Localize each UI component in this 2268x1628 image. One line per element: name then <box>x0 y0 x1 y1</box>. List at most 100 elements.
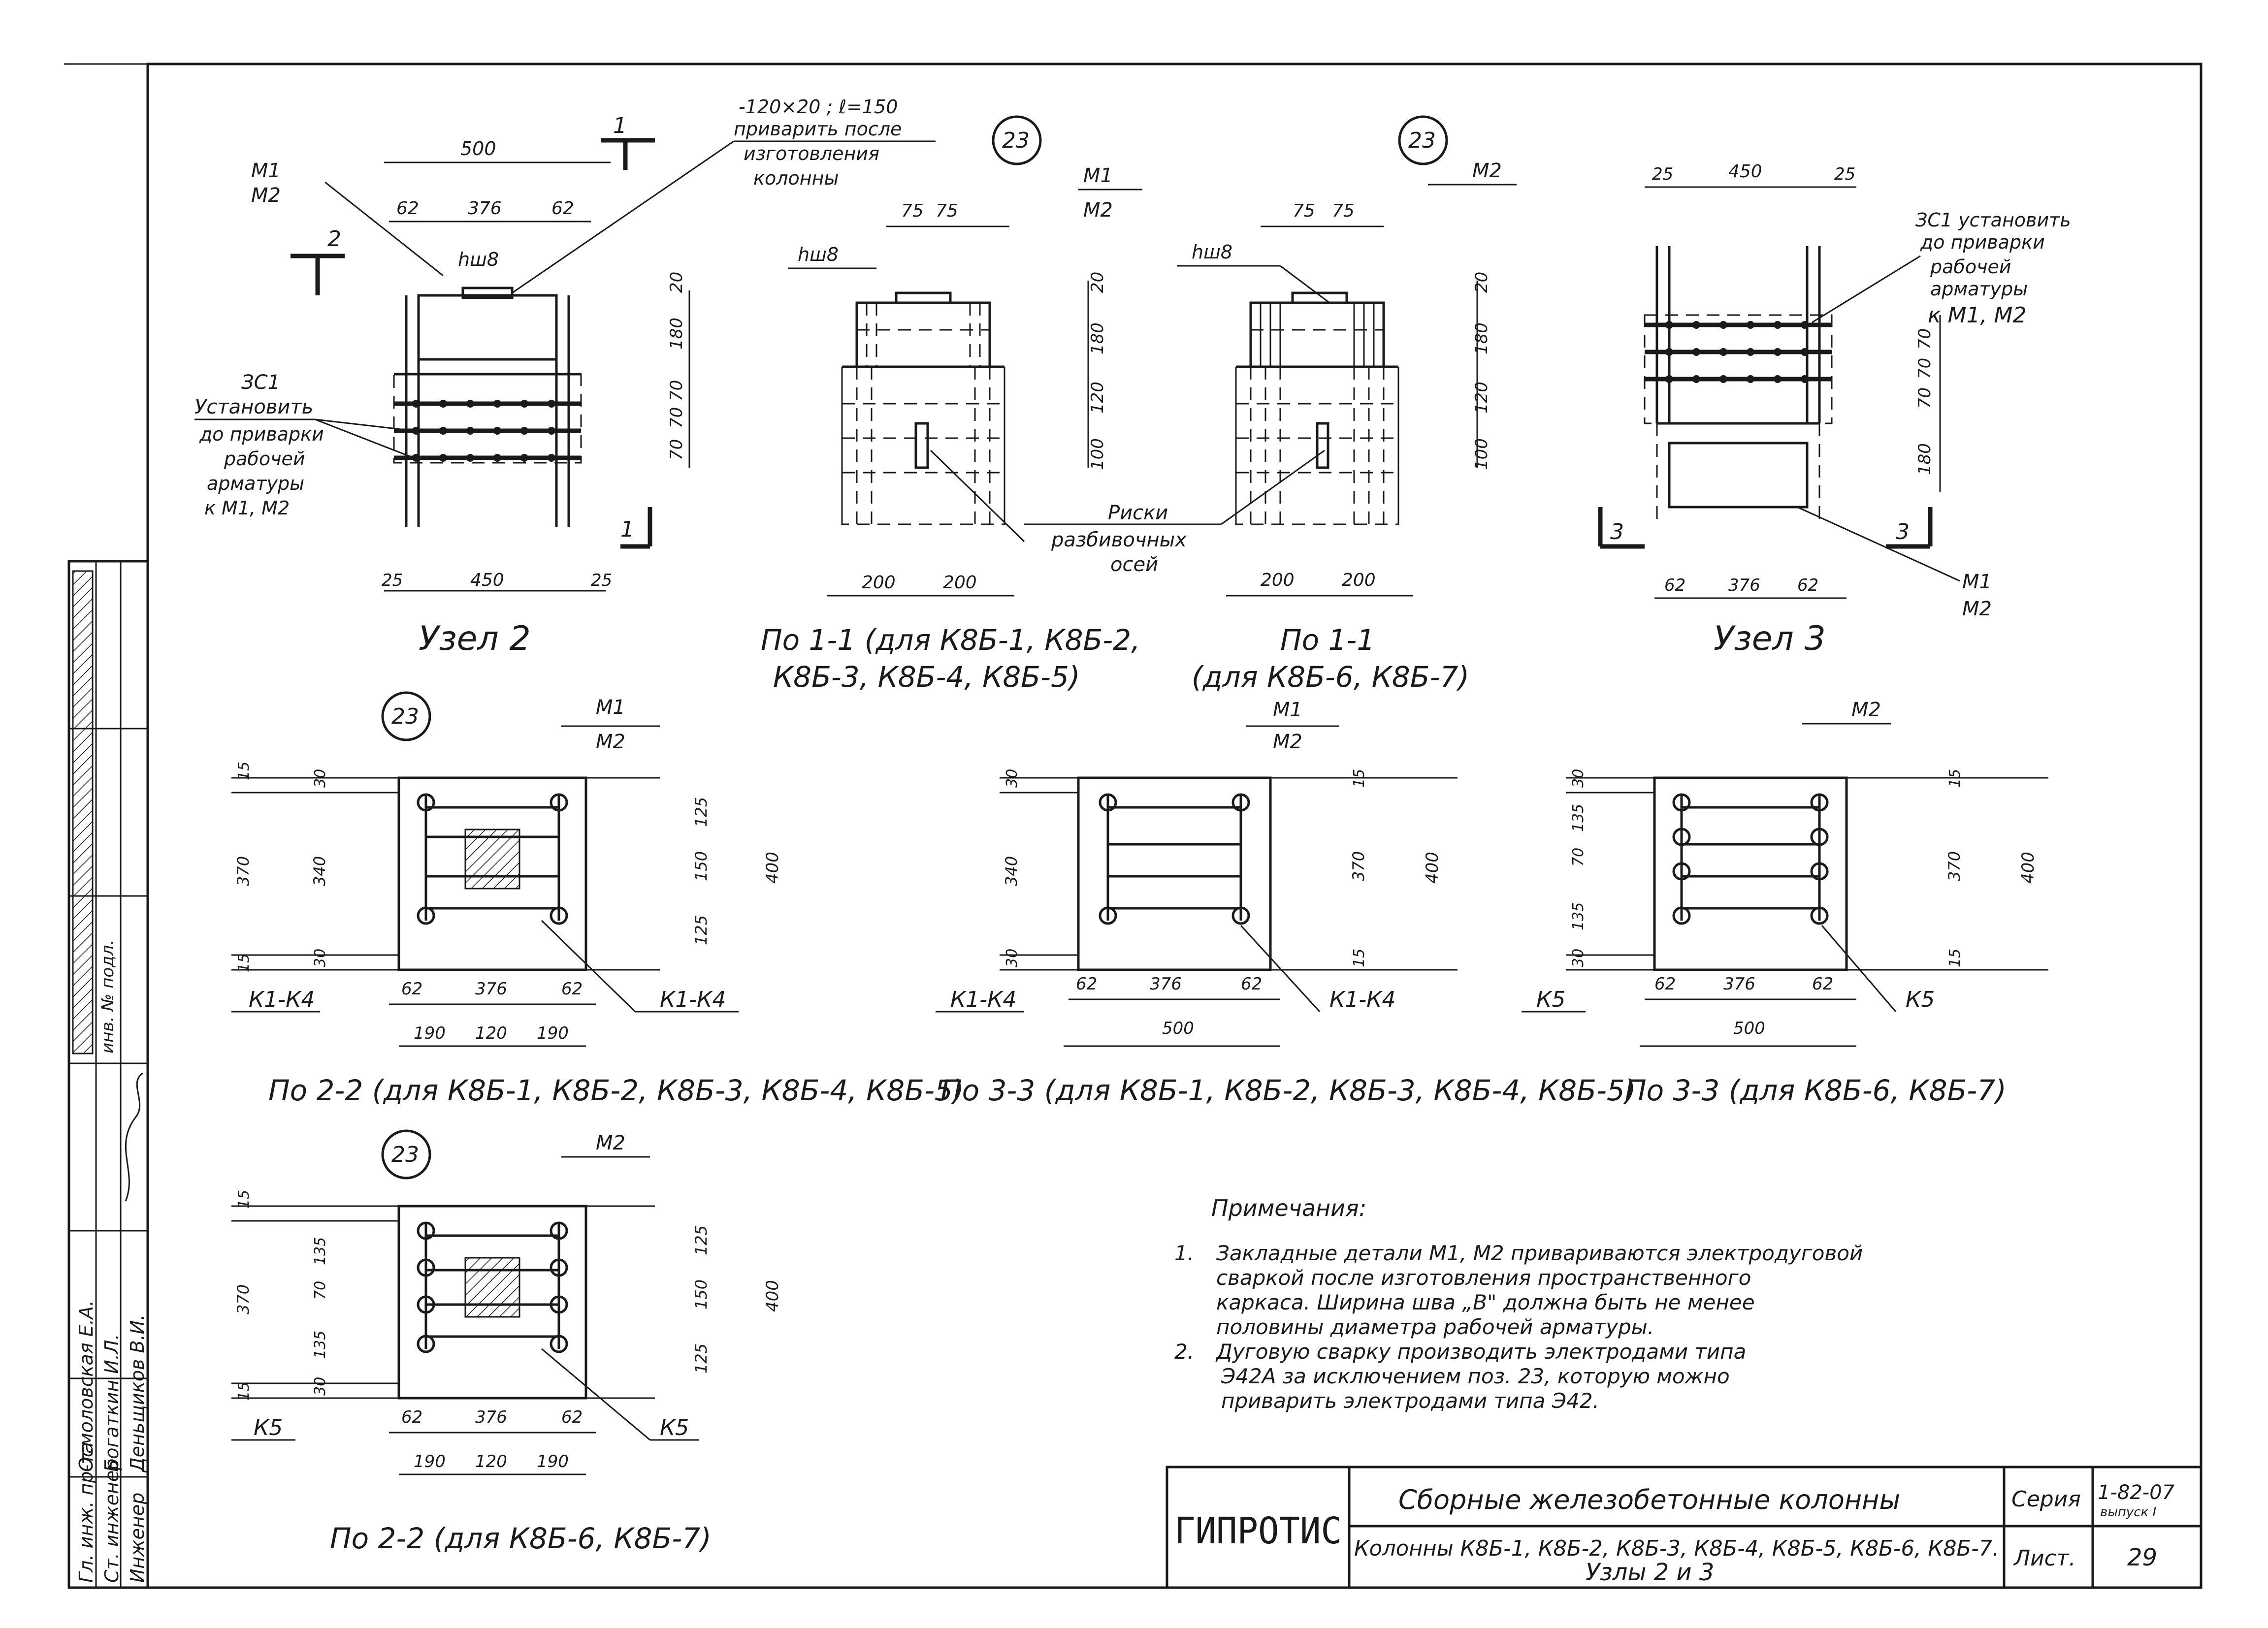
mark-m2: М2 <box>596 731 625 753</box>
dim-376: 376 <box>468 198 502 219</box>
mark-m1: М1 <box>1273 699 1302 721</box>
left-sidebar-stamp: инв. № подл. Гл. инж. пр-та Ст. инженер … <box>67 560 149 1589</box>
dim-62-left: 62 <box>1664 575 1685 595</box>
weld-size: hш8 <box>458 249 499 270</box>
pos-23-circle <box>381 691 431 741</box>
dim-75-right: 75 <box>1332 201 1355 221</box>
signature-row-2: Ст. инженер <box>101 1459 123 1583</box>
note-1-line-4: половины диаметра рабочей арматуры. <box>1216 1315 1654 1339</box>
dim-62-right: 62 <box>561 1407 583 1427</box>
title-line-2: Колонны К8Б-1, К8Б-2, К8Б-3, К8Б-4, К8Б-… <box>1354 1536 1999 1561</box>
dim-side-120: 120 <box>1088 382 1107 414</box>
dim-15-top: 15 <box>235 762 253 780</box>
mark-m2: М2 <box>1273 731 1302 753</box>
dim-400: 400 <box>1423 852 1442 884</box>
note-line-2: до приварки <box>199 423 324 445</box>
notes-heading: Примечания: <box>1211 1195 1366 1221</box>
signature-name-2: Богаткин И.Л. <box>101 1334 123 1472</box>
dim-side-180: 180 <box>1472 322 1491 354</box>
dim-side-70a: 70 <box>1915 328 1935 350</box>
label-k5-right: К5 <box>660 1415 689 1440</box>
note-2-line-3: приварить электродами типа Э42. <box>1221 1389 1599 1413</box>
org-logo: ГИПРОТИС <box>1174 1510 1342 1552</box>
mark-m2: М2 <box>251 184 281 207</box>
dim-62-right: 62 <box>1241 974 1262 994</box>
title-block: ГИПРОТИС Сборные железобетонные колонны … <box>1166 1466 2203 1589</box>
label-k1-k4-right: К1-К4 <box>1329 987 1395 1012</box>
cut-1-top: 1 <box>613 113 627 138</box>
pos-23-circle <box>381 1129 431 1180</box>
dim-200-left: 200 <box>862 573 896 593</box>
dim-side-20: 20 <box>1088 272 1107 293</box>
note-line-5: к М1, М2 <box>1928 303 2026 328</box>
dim-30-top: 30 <box>312 769 329 788</box>
dim-200-right: 200 <box>943 573 977 593</box>
dim-70: 70 <box>312 1281 329 1300</box>
dim-150: 150 <box>692 851 711 881</box>
dim-side-20: 20 <box>667 272 686 293</box>
dim-15-top: 15 <box>1946 769 1964 788</box>
dim-side-70c: 70 <box>1915 387 1935 409</box>
mark-m1: М1 <box>1962 571 1992 593</box>
dim-bottom-450: 450 <box>470 570 504 590</box>
dim-25-right: 25 <box>1834 164 1855 184</box>
section-1-1-b-title-2: (для К8Б-6, К8Б-7) <box>1192 660 1469 694</box>
dim-70: 70 <box>1570 848 1587 866</box>
section-3-3-b: М2 30 135 70 135 30 15 370 15 400 62 376… <box>1522 699 2048 1107</box>
series-label: Серия <box>2011 1487 2081 1512</box>
signature-row-1: Гл. инж. пр-та <box>75 1442 97 1583</box>
note-2-line-1: Дуговую сварку производить электродами т… <box>1215 1340 1746 1364</box>
cut-3-left: 3 <box>1610 519 1624 544</box>
dim-370: 370 <box>1349 851 1368 881</box>
dim-15-bottom: 15 <box>235 954 253 972</box>
title-line-1: Сборные железобетонные колонны <box>1398 1484 1900 1515</box>
dim-370: 370 <box>234 1284 253 1314</box>
dim-30-bottom: 30 <box>1570 949 1587 967</box>
uzel-2-detail: М1 М2 500 62 376 62 hш8 1 2 1 <box>194 96 936 658</box>
dim-side-70b: 70 <box>667 407 686 428</box>
archive-label: инв. № подл. <box>98 940 118 1053</box>
mark-m1: М1 <box>251 160 281 182</box>
dim-62-right: 62 <box>561 979 583 999</box>
section-2-2-b: 23 М2 15 370 70 135 135 30 15 125 150 12… <box>231 1129 782 1555</box>
dim-120: 120 <box>475 1452 507 1471</box>
note-2-line-2: Э42А за исключением поз. 23, которую мож… <box>1221 1364 1730 1388</box>
callout-zs1: ЗС1 <box>241 371 280 394</box>
dim-200-left: 200 <box>1261 570 1295 590</box>
label-k5-left: К5 <box>1536 987 1565 1012</box>
dim-62-left: 62 <box>396 198 419 219</box>
dim-62-left: 62 <box>401 979 422 999</box>
dim-135-bottom: 135 <box>1570 902 1587 930</box>
signature-name-3: Деньщиков В.И. <box>127 1314 148 1473</box>
note-line-3: рабочей <box>1930 256 2011 278</box>
risk-line-3: осей <box>1110 553 1158 576</box>
dim-62-left: 62 <box>1654 974 1676 994</box>
label-k1-k4-left: К1-К4 <box>249 987 315 1012</box>
section-2-2-a: 23 М1 М2 15 30 370 340 30 15 125 150 125… <box>231 691 964 1107</box>
dim-side-180: 180 <box>1088 322 1107 354</box>
dim-376: 376 <box>475 1407 507 1427</box>
dim-125-top: 125 <box>692 797 711 827</box>
section-1-1-a: 23 М1 М2 75 75 hш8 20 180 120 100 <box>761 115 1142 694</box>
dim-side-70b: 70 <box>1915 358 1935 379</box>
dim-side-180: 180 <box>667 318 686 350</box>
note-line-4: арматуры <box>1930 278 2028 300</box>
mark-m1: М1 <box>596 696 625 719</box>
note-1-line-1: Закладные детали М1, М2 привариваются эл… <box>1216 1241 1863 1265</box>
archive-hatch <box>72 570 94 1054</box>
dim-500: 500 <box>460 138 496 160</box>
dim-125-top: 125 <box>692 1225 711 1255</box>
plate-note-1: -120×20 ; ℓ=150 <box>739 96 898 118</box>
section-3-3-a: М1 М2 30 340 30 15 370 15 400 62 376 62 … <box>936 699 1636 1107</box>
label-k5-right: К5 <box>1906 987 1935 1012</box>
section-2-2-b-title: По 2-2 (для К8Б-6, К8Б-7) <box>330 1522 712 1555</box>
dim-500: 500 <box>1733 1019 1765 1038</box>
dim-125-bottom: 125 <box>692 915 711 945</box>
dim-135-top: 135 <box>312 1237 329 1265</box>
series-sub: выпуск I <box>2100 1505 2156 1520</box>
dim-side-100: 100 <box>1088 438 1107 470</box>
dim-62-left: 62 <box>1076 974 1097 994</box>
dim-370: 370 <box>1945 851 1964 881</box>
dim-side-20: 20 <box>1472 272 1491 293</box>
dim-400: 400 <box>763 1280 782 1312</box>
